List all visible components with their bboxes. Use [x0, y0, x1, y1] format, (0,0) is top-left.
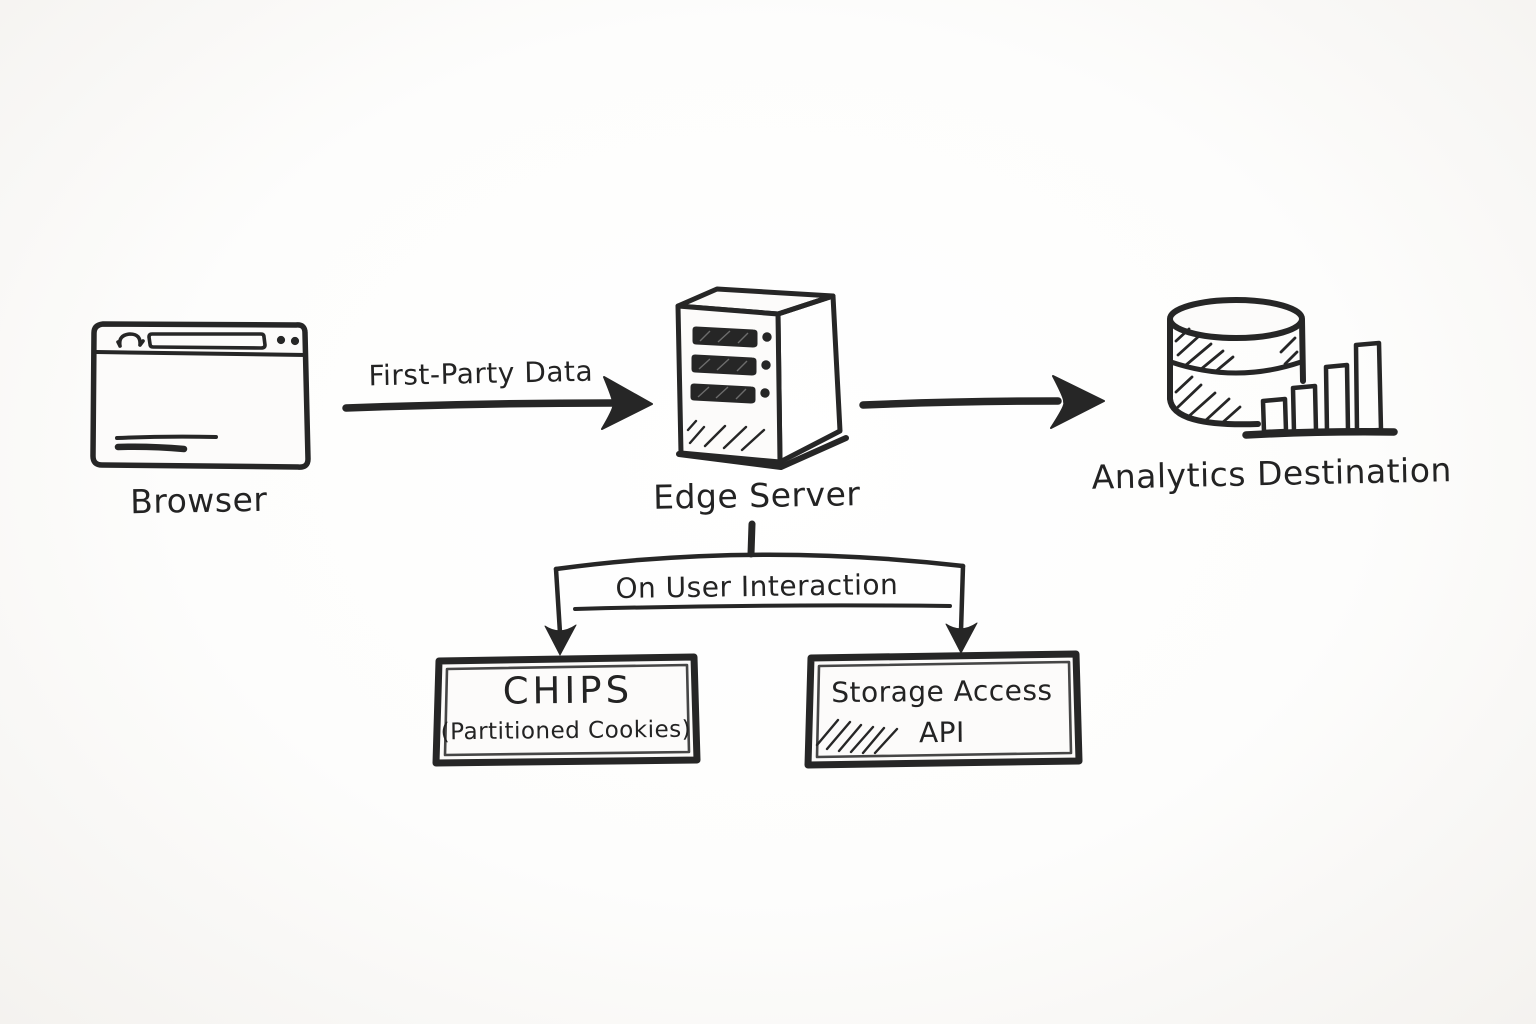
browser-label: Browser: [130, 480, 268, 521]
edge-server-label: Edge Server: [653, 474, 861, 517]
chips-node: CHIPS (Partitioned Cookies): [432, 653, 701, 767]
server-led-3: [760, 388, 770, 398]
chips-title: CHIPS: [502, 668, 633, 712]
branch-left-line: [553, 566, 563, 636]
server-led-2: [761, 360, 771, 370]
database-body: [1167, 317, 1261, 428]
branch-stub: [747, 520, 756, 558]
database-icon: [1167, 297, 1306, 428]
chips-box-inner: [443, 663, 691, 757]
chips-box: [432, 653, 701, 767]
server-tower-icon: [675, 286, 849, 470]
browser-window-icon: [90, 321, 311, 470]
branch-arc: [553, 552, 966, 572]
bar-2: [1290, 383, 1319, 435]
content-line-1: [115, 434, 218, 440]
browser-node: Browser: [90, 321, 311, 521]
on-user-interaction-label: On User Interaction: [615, 568, 898, 605]
server-side-face: [775, 293, 843, 465]
bar-1: [1260, 396, 1289, 435]
chart-baseline: [1242, 428, 1398, 439]
bar-chart-icon: [1242, 340, 1398, 439]
arrow-head: [601, 376, 653, 430]
storage-access-line1: Storage Access: [831, 674, 1053, 709]
database-hatch: [1174, 327, 1299, 425]
reload-icon: [116, 332, 145, 348]
edge-to-analytics-arrow: [859, 375, 1105, 429]
window-dot-1: [276, 335, 286, 345]
arrow-head: [1050, 375, 1105, 429]
storage-access-line2: API: [919, 716, 965, 749]
arrow-shaft: [342, 399, 616, 412]
storage-corner-hatch: [815, 718, 899, 755]
server-led-1: [762, 332, 772, 342]
server-slot-1: [692, 326, 758, 348]
branch-right-line: [958, 563, 966, 634]
browser-frame: [90, 321, 311, 470]
storage-access-box-inner: [815, 660, 1073, 759]
database-top: [1167, 297, 1305, 341]
analytics-destination-node: Analytics Destination: [1091, 297, 1452, 497]
database-right-wall: [1299, 317, 1306, 384]
window-dot-2: [290, 336, 300, 346]
bar-4: [1353, 340, 1384, 434]
slot-texture: [697, 330, 749, 400]
chips-subtitle: (Partitioned Cookies): [441, 717, 692, 746]
edge-server-node: Edge Server: [653, 286, 861, 517]
bar-3: [1323, 362, 1351, 435]
server-slot-2: [691, 354, 757, 376]
server-front-hatch: [686, 419, 766, 452]
server-slot-3: [690, 383, 756, 404]
branch-underline: [573, 603, 952, 611]
content-line-2: [114, 443, 188, 453]
server-base: [676, 435, 849, 470]
storage-access-api-node: Storage Access API: [804, 650, 1083, 769]
first-party-data-arrow: First-Party Data: [342, 355, 653, 430]
arrow-shaft: [859, 397, 1062, 409]
on-user-interaction-branch: On User Interaction: [544, 520, 978, 656]
address-bar: [147, 332, 267, 350]
first-party-data-label: First-Party Data: [368, 355, 593, 393]
branch-right-arrowhead: [945, 622, 978, 654]
database-mid-band: [1168, 359, 1304, 376]
branch-left-arrowhead: [544, 624, 577, 656]
analytics-destination-label: Analytics Destination: [1091, 450, 1452, 497]
browser-toolbar-divider: [94, 350, 308, 357]
